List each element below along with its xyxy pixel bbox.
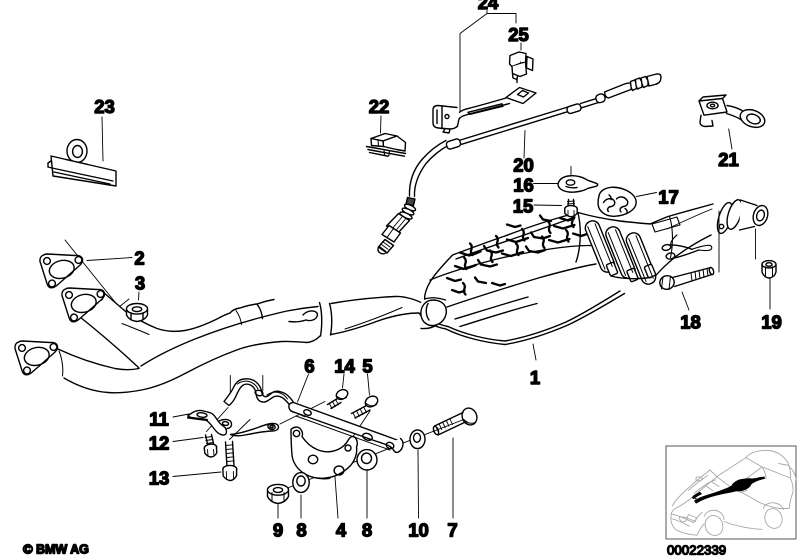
svg-text:5: 5 bbox=[362, 356, 372, 377]
svg-text:18: 18 bbox=[680, 312, 701, 333]
svg-text:10: 10 bbox=[408, 520, 429, 541]
svg-text:11: 11 bbox=[149, 409, 169, 430]
svg-text:25: 25 bbox=[508, 24, 529, 45]
svg-text:21: 21 bbox=[718, 149, 739, 170]
svg-text:7: 7 bbox=[447, 520, 457, 541]
svg-text:20: 20 bbox=[513, 155, 534, 176]
svg-text:4: 4 bbox=[336, 520, 347, 541]
svg-text:9: 9 bbox=[273, 520, 283, 541]
svg-text:13: 13 bbox=[149, 468, 170, 489]
svg-text:23: 23 bbox=[94, 96, 115, 117]
svg-text:16: 16 bbox=[513, 175, 534, 196]
svg-text:© BMW AG: © BMW AG bbox=[23, 542, 89, 557]
svg-text:1: 1 bbox=[530, 367, 540, 388]
svg-text:8: 8 bbox=[296, 520, 306, 541]
svg-text:8: 8 bbox=[362, 520, 372, 541]
svg-text:22: 22 bbox=[369, 96, 390, 117]
svg-text:14: 14 bbox=[334, 356, 355, 377]
svg-text:24: 24 bbox=[478, 0, 499, 13]
svg-text:00022339: 00022339 bbox=[667, 543, 726, 558]
svg-text:17: 17 bbox=[658, 187, 679, 208]
svg-text:2: 2 bbox=[134, 248, 144, 269]
svg-text:12: 12 bbox=[149, 433, 170, 454]
svg-text:19: 19 bbox=[761, 312, 782, 333]
svg-text:15: 15 bbox=[513, 196, 534, 217]
svg-text:3: 3 bbox=[135, 273, 145, 294]
svg-text:6: 6 bbox=[304, 356, 314, 377]
